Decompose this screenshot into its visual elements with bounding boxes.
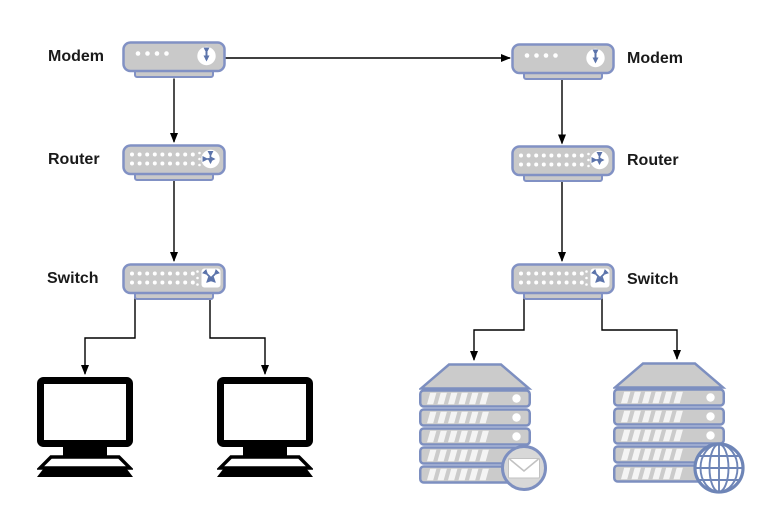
edge-switch-left-to-pc-2 (209, 297, 269, 375)
router-device-icon-right (511, 145, 615, 183)
label-router-left: Router (48, 151, 100, 168)
edge-switch-right-to-web-server (601, 297, 681, 360)
label-modem-left: Modem (48, 48, 104, 65)
edge-switch-right-to-mail-server (470, 297, 525, 361)
label-switch-left: Switch (47, 270, 99, 287)
edge-switch-left-to-pc-1 (81, 297, 136, 375)
router-device-icon-left (122, 144, 226, 182)
switch-device-icon-left (122, 263, 226, 301)
desktop-monitor-icon-1 (37, 377, 133, 478)
label-modem-right: Modem (627, 50, 683, 67)
switch-device-icon-right (511, 263, 615, 301)
server-rack-icon-mail (419, 363, 547, 491)
label-router-right: Router (627, 152, 679, 169)
label-switch-right: Switch (627, 271, 679, 288)
envelope-icon (501, 445, 547, 491)
modem-device-icon-left (122, 41, 226, 79)
desktop-monitor-icon-2 (217, 377, 313, 478)
server-rack-icon-web (613, 362, 745, 494)
modem-device-icon-right (511, 43, 615, 81)
globe-icon (693, 442, 745, 494)
